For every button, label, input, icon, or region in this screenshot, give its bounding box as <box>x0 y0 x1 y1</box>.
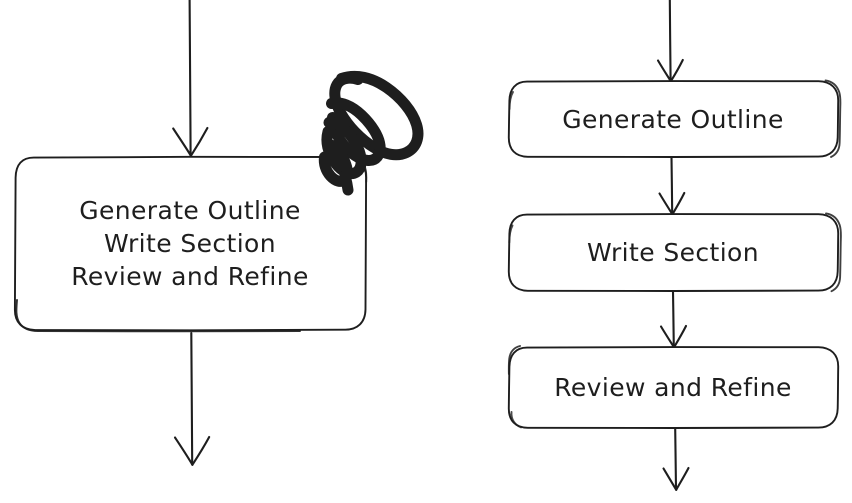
right-incoming-arrow <box>656 0 684 83</box>
left-merged-node-shape[interactable] <box>13 155 368 333</box>
right-outgoing-arrow <box>662 427 690 491</box>
right-node-1-shape[interactable] <box>507 79 842 158</box>
right-node-2-shape[interactable] <box>507 212 842 293</box>
left-incoming-arrow <box>172 0 209 157</box>
scribble-annotation-mark <box>318 70 424 196</box>
left-outgoing-arrow <box>173 331 211 466</box>
right-connector-arrow-2 <box>659 290 688 349</box>
right-node-3-shape[interactable] <box>507 345 840 429</box>
right-connector-arrow-1 <box>658 156 686 216</box>
